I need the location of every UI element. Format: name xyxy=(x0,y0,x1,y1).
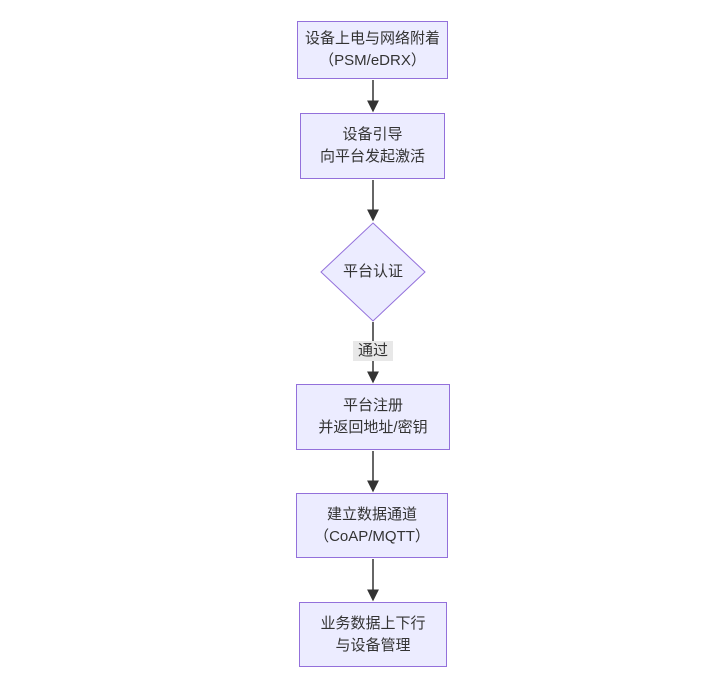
node-text-line: 与设备管理 xyxy=(335,636,411,654)
node-text-line: 平台注册 xyxy=(342,397,403,414)
node-text-line: 业务数据上下行 xyxy=(320,614,426,632)
flow-node-power-attach: 设备上电与网络附着 （PSM/eDRX） xyxy=(297,21,448,79)
flow-node-platform-auth: 平台认证 xyxy=(320,222,426,322)
decision-diamond-shape xyxy=(320,222,426,322)
node-text-line: （CoAP/MQTT） xyxy=(314,527,430,545)
flow-node-data-channel: 建立数据通道 （CoAP/MQTT） xyxy=(296,493,448,558)
node-text-line: 建立数据通道 xyxy=(326,505,417,523)
node-text-line: 设备引导 xyxy=(342,126,403,143)
edge-label-pass: 通过 xyxy=(352,341,394,361)
flow-node-business-data: 业务数据上下行 与设备管理 xyxy=(299,602,447,667)
node-text-line: （PSM/eDRX） xyxy=(319,52,426,69)
node-text-line: 向平台发起激活 xyxy=(319,148,425,165)
node-text-line: 并返回地址/密钥 xyxy=(318,419,428,436)
flow-node-platform-register: 平台注册 并返回地址/密钥 xyxy=(296,384,450,450)
flow-node-bootstrap: 设备引导 向平台发起激活 xyxy=(300,113,445,179)
node-text-line: 平台认证 xyxy=(342,263,403,280)
node-text-line: 设备上电与网络附着 xyxy=(304,30,440,47)
